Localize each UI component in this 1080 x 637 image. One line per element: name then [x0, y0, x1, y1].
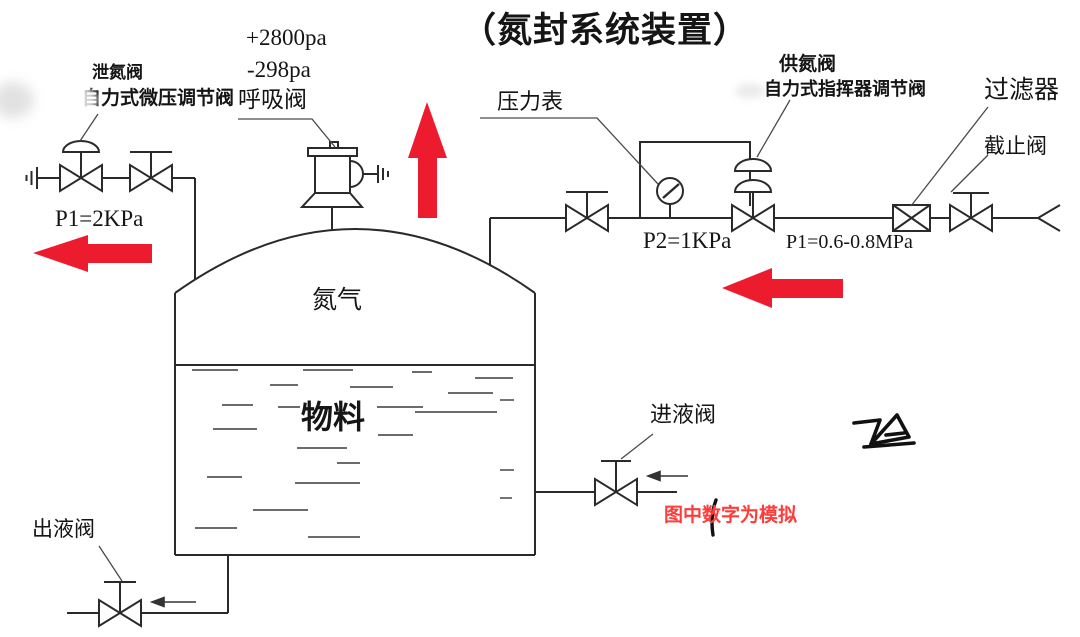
supply-valve-leader — [756, 99, 791, 158]
vent-pressure-high-label: +2800pa — [246, 25, 327, 50]
inlet-valve-leader — [620, 433, 654, 460]
relief-line-pressure-label: P1=2KPa — [55, 206, 144, 231]
leader-lines — [79, 99, 989, 582]
pressure-gauge-label: 压力表 — [497, 89, 564, 114]
breathing-valve-symbol — [299, 141, 389, 208]
pipe-break-chevron — [1036, 204, 1061, 232]
outlet-valve-symbol — [98, 581, 142, 628]
relief-valve-sublabel: 自力式微压调节阀 — [82, 88, 235, 109]
diagram-title: （氮封系统装置） — [461, 11, 750, 50]
inlet-valve-label: 进液阀 — [650, 402, 717, 427]
stop-valve-symbol — [949, 192, 993, 233]
tank-gas-label: 氮气 — [312, 287, 363, 314]
right-gate-valve-symbol — [565, 191, 609, 233]
red-arrows — [33, 102, 843, 308]
filter-symbol — [892, 204, 931, 232]
liquid-ripples — [192, 369, 514, 538]
relief-valve-leader — [79, 113, 99, 142]
outlet-valve-label: 出液阀 — [32, 517, 95, 541]
supply-left-arrow — [722, 268, 843, 308]
hand-drawn-mark — [852, 413, 916, 449]
handwritten-slash-mark — [710, 498, 718, 537]
stop-valve-label: 截止阀 — [984, 134, 1047, 158]
breathing-valve-leader — [238, 118, 336, 148]
relief-valve-label: 泄氮阀 — [92, 63, 143, 82]
relief-left-arrow — [33, 235, 152, 272]
vent-pressure-low-label: -298pa — [247, 57, 311, 82]
pilot-dome-lower — [733, 179, 773, 193]
supply-pressure-label: P1=0.6-0.8MPa — [786, 231, 913, 253]
tank-liquid-label: 物料 — [301, 399, 366, 435]
outlet-flow-arrow — [149, 596, 196, 608]
vent-up-arrow — [408, 102, 447, 218]
filter-label: 过滤器 — [984, 77, 1060, 104]
filter-leader — [910, 106, 989, 207]
pilot-dome-upper — [733, 158, 773, 172]
outlet-valve-leader — [98, 545, 123, 582]
supply-valve-symbol — [731, 158, 775, 233]
diaphragm-dome — [61, 140, 101, 153]
supply-valve-label: 供氮阀 — [779, 54, 837, 75]
simulation-note: 图中数字为模拟 — [664, 505, 798, 526]
left-gate-valve-symbol — [129, 151, 173, 193]
pressure-gauge-icon — [656, 177, 684, 218]
piping — [37, 141, 1061, 614]
tank-dome — [174, 228, 536, 294]
gauge-leader — [480, 117, 659, 185]
breathing-valve-label: 呼吸阀 — [238, 87, 307, 112]
vent-end-symbol-left — [25, 167, 38, 189]
gauge-impulse-loop — [639, 141, 751, 218]
supply-valve-sublabel: 自力式指挥器调节阀 — [764, 79, 926, 99]
relief-valve-symbol — [59, 140, 103, 193]
gauge-pressure-label: P2=1KPa — [643, 228, 732, 253]
inlet-flow-arrow — [645, 470, 688, 482]
stop-valve-leader — [950, 154, 989, 193]
storage-tank — [174, 228, 536, 556]
inlet-valve-symbol — [594, 460, 638, 507]
